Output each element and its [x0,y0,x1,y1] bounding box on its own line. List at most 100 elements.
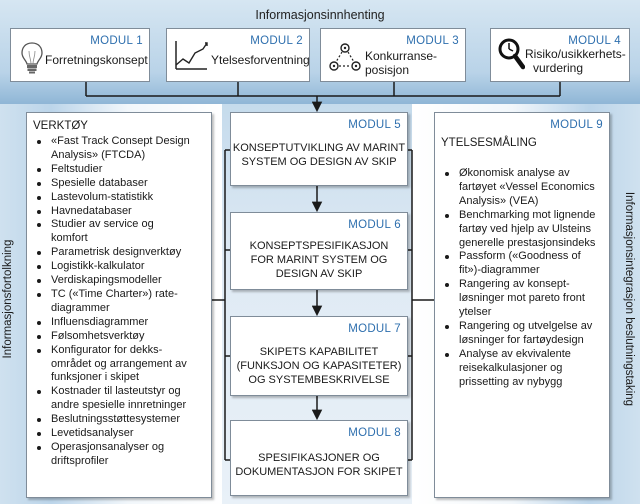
tool-item-text: Følsomhetsverktøy [51,329,145,342]
performance-item-text: reisekalkulasjoner og [459,361,563,374]
performance-item-text: løsninger for fartøydesign [459,333,584,346]
bullet-icon [445,352,449,357]
trend-chart-icon [175,41,208,70]
tool-item-text: Konfigurator for dekks- [51,343,163,356]
module-3-text: Konkurranse- posisjon [365,49,437,77]
tool-item: Kostnader til lasteutstyr og [33,385,211,399]
module-6-label: MODUL 6 [348,219,401,231]
module-7-text-line-1: SKIPETS KAPABILITET [259,346,379,358]
bullet-icon [37,390,41,395]
module-5-label: MODUL 5 [348,119,401,131]
module-7-text-line-2: (FUNKSJON OG KAPASITETER) [236,360,402,372]
module-3-text-line-1: Konkurranse- [365,49,438,63]
bullet-icon [37,181,41,186]
performance-item: fartøy ved hjelp av Ulsteins [441,223,609,237]
tools-heading: VERKTØY [33,120,88,132]
tool-item-text: diagrammer [51,301,110,314]
module-1-text: Forretningskonsept [45,53,148,67]
tool-item: Studier av service og [33,218,211,232]
performance-item-text: Benchmarking mot lignende [459,208,596,221]
module-3-box: MODUL 3 Konkurranse- posisjon [320,28,466,82]
tool-item-text: Analysis» (FTCDA) [51,148,146,161]
tool-item: funksjoner i skipet [33,371,211,385]
lightbulb-icon [21,42,43,74]
module-5-box: MODUL 5 KONSEPTUTVIKLING AV MARINT SYSTE… [230,112,408,186]
module-5-text: KONSEPTUTVIKLING AV MARINT SYSTEM OG DES… [231,141,407,169]
tool-item-text: Lastevolum-statistikk [51,190,154,203]
module-4-box: MODUL 4 Risiko/usikkerhets- vurdering [490,28,630,82]
performance-item: Analysis» (VEA) [441,195,609,209]
tool-item: Influensdiagrammer [33,316,211,330]
tool-item-text: Verdiskapingsmodeller [51,274,162,287]
magnifier-icon [498,38,525,70]
bullet-icon [37,292,41,297]
performance-item: ytelser [441,306,609,320]
module-3-text-line-2: posisjon [365,63,410,77]
bullet-icon [37,265,41,270]
tool-item: komfort [33,232,211,246]
bullet-icon [37,334,41,339]
top-title: Informasjonsinnhenting [255,8,385,22]
module-4-label: MODUL 4 [568,35,621,47]
tool-item: Levetidsanalyser [33,427,211,441]
module-1-label: MODUL 1 [90,35,143,47]
module-1-box: MODUL 1 Forretningskonsept [10,28,150,82]
bullet-icon [445,283,449,288]
left-side-label: Informasjonsfortolkning [2,239,14,359]
module-4-text-line-2: vurdering [533,61,584,75]
module-6-box: MODUL 6 KONSEPTSPESIFIKASJON FOR MARINT … [230,212,408,290]
module-2-text: Ytelsesforventning [211,53,310,67]
module-2-text-line: Ytelsesforventning [211,53,310,67]
performance-item: Rangering og utvelgelse av [441,320,609,334]
module-2-label: MODUL 2 [250,35,303,47]
performance-item-text: Økonomisk analyse av [459,167,570,179]
module-5-text-line-1: KONSEPTUTVIKLING AV MARINT [232,142,406,154]
tool-item-text: Feltstudier [51,162,103,175]
tool-item: Feltstudier [33,163,211,177]
tool-item: Spesielle databaser [33,177,211,191]
module-7-box: MODUL 7 SKIPETS KAPABILITET (FUNKSJON OG… [230,316,408,396]
tool-item: «Fast Track Consept Design [33,135,211,149]
bullet-icon [37,209,41,214]
performance-item-text: generelle prestasjonsindeks [459,236,596,249]
tool-item: Lastevolum-statistikk [33,191,211,205]
tool-item-text: komfort [51,232,88,245]
bullet-icon [37,223,41,228]
module-8-text-line-1: SPESIFIKASJONER OG [258,452,380,464]
tool-item: Verdiskapingsmodeller [33,274,211,288]
tool-item-text: andre spesielle innretninger [51,399,187,412]
performance-item: Passform («Goodness of [441,250,609,264]
module-9-label: MODUL 9 [550,119,603,131]
module-8-box: MODUL 8 SPESIFIKASJONER OG DOKUMENTASJON… [230,420,408,496]
bullet-icon [37,279,41,284]
tool-item-text: Studier av service og [51,218,154,231]
module-5-text-line-2: SYSTEM OG DESIGN AV SKIP [241,156,397,168]
tool-item-text: driftsprofiler [51,454,109,467]
module-6-text: KONSEPTSPESIFIKASJON FOR MARINT SYSTEM O… [231,239,407,281]
performance-item: Benchmarking mot lignende [441,209,609,223]
bullet-icon [445,213,449,218]
performance-item: fit»)-diagrammer [441,264,609,278]
performance-item-text: fit»)-diagrammer [459,264,540,277]
network-gears-icon [329,43,361,71]
performance-item-text: Rangering og utvelgelse av [459,319,593,332]
bullet-icon [37,320,41,325]
tool-item-text: funksjoner i skipet [51,371,140,384]
performance-item-text: løsninger mot pareto front [459,292,585,305]
performance-item: fartøyet «Vessel Economics [441,181,609,195]
module-7-text-line-3: OG SYSTEMBESKRIVELSE [248,374,390,386]
bullet-icon [37,432,41,437]
tool-item: driftsprofiler [33,455,211,469]
tool-item: Beslutningsstøttesystemer [33,413,211,427]
tool-item: TC («Time Charter») rate- [33,288,211,302]
performance-item: løsninger mot pareto front [441,292,609,306]
tool-item-text: Beslutningsstøttesystemer [51,413,180,426]
performance-item: Analyse av ekvivalente [441,348,609,362]
module-8-text-line-2: DOKUMENTASJON FOR SKIPET [235,466,403,478]
tool-item-text: Levetidsanalyser [51,427,134,440]
tool-item: diagrammer [33,302,211,316]
tool-item: andre spesielle innretninger [33,399,211,413]
